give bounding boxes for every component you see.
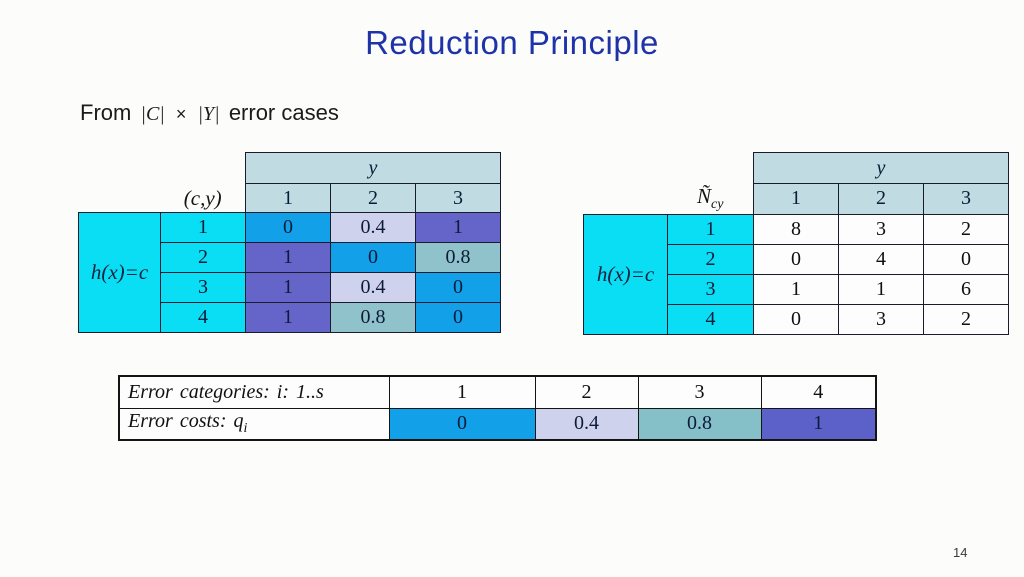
- count-cell: 2: [923, 213, 1009, 245]
- corner-label-cy: (c,y): [183, 186, 222, 210]
- math-card-c: |C|: [140, 103, 165, 125]
- col-header: 2: [838, 183, 924, 215]
- cost-cell: 1: [415, 212, 501, 243]
- count-cell: 8: [753, 213, 839, 245]
- n-tilde-subscript: cy: [711, 196, 724, 212]
- cost-cell: 0: [330, 242, 416, 273]
- col-header: 2: [330, 183, 416, 213]
- category-cell: 2: [534, 375, 639, 409]
- row-header: 2: [667, 243, 754, 275]
- cost-cell: 0.4: [330, 272, 416, 303]
- count-matrix: y Ñcy 1 2 3 h(x)=c 1 8 3 2 2 0 4 0 3 1 1…: [583, 152, 1009, 335]
- costs-label-text: Error costs: q: [128, 410, 244, 433]
- category-cell: 1: [388, 375, 536, 409]
- count-cell: 3: [838, 303, 924, 335]
- costs-row-label: Error costs: qi: [118, 407, 390, 441]
- count-cell: 2: [923, 303, 1009, 335]
- spacer-cell: [79, 184, 161, 213]
- row-header: 3: [160, 272, 246, 303]
- error-categories-table: Error categories: i: 1..s 1 2 3 4 Error …: [118, 375, 877, 441]
- spacer-cell: [79, 153, 246, 184]
- row-header: 1: [667, 213, 754, 245]
- corner-label-ncy: Ñcy: [668, 184, 754, 215]
- y-group-header: y: [245, 152, 501, 184]
- subtitle-line: From |C| × |Y| error cases: [80, 100, 339, 126]
- category-cell: 3: [637, 375, 762, 409]
- math-card-y: |Y|: [197, 103, 220, 125]
- row-header: 4: [160, 302, 246, 333]
- cost-cell: 1: [245, 302, 331, 333]
- cost-cell: 0: [245, 212, 331, 243]
- col-header: 1: [245, 183, 331, 213]
- cost-value-cell: 0.4: [534, 407, 639, 441]
- cost-cell: 0.4: [330, 212, 416, 243]
- count-cell: 0: [923, 243, 1009, 275]
- subtitle-prefix: From: [80, 100, 132, 125]
- count-cell: 6: [923, 273, 1009, 305]
- row-header: 3: [667, 273, 754, 305]
- cost-cell: 0.8: [330, 302, 416, 333]
- count-cell: 3: [838, 213, 924, 245]
- row-group-label: h(x)=c: [78, 212, 161, 333]
- categories-row-label: Error categories: i: 1..s: [118, 375, 390, 409]
- slide-title: Reduction Principle: [365, 24, 659, 61]
- count-cell: 0: [753, 303, 839, 335]
- page-number: 14: [953, 545, 968, 560]
- count-cell: 4: [838, 243, 924, 275]
- subtitle-suffix: error cases: [228, 100, 339, 125]
- row-header: 1: [160, 212, 246, 243]
- count-cell: 0: [753, 243, 839, 275]
- cost-cell: 0.8: [415, 242, 501, 273]
- cost-cell: 1: [245, 242, 331, 273]
- row-group-label: h(x)=c: [583, 213, 668, 335]
- row-header: 4: [667, 303, 754, 335]
- cost-value-cell: 1: [760, 407, 877, 441]
- cost-cell: 1: [245, 272, 331, 303]
- cost-cell: 0: [415, 272, 501, 303]
- error-cost-matrix: y (c,y) 1 2 3 h(x)=c 1 0 0.4 1 2 1 0 0.8…: [78, 152, 501, 333]
- spacer-cell: [584, 153, 754, 184]
- category-cell: 4: [760, 375, 877, 409]
- col-header: 1: [753, 183, 839, 215]
- times-symbol: ×: [175, 104, 187, 124]
- y-group-header: y: [753, 152, 1009, 184]
- cost-value-cell: 0: [388, 407, 536, 441]
- count-cell: 1: [838, 273, 924, 305]
- count-cell: 1: [753, 273, 839, 305]
- costs-label-subscript: i: [243, 421, 248, 437]
- n-tilde-symbol: Ñ: [697, 183, 712, 208]
- col-header: 3: [923, 183, 1009, 215]
- row-header: 2: [160, 242, 246, 273]
- col-header: 3: [415, 183, 501, 213]
- cost-cell: 0: [415, 302, 501, 333]
- spacer-cell: [584, 184, 668, 215]
- cost-value-cell: 0.8: [637, 407, 762, 441]
